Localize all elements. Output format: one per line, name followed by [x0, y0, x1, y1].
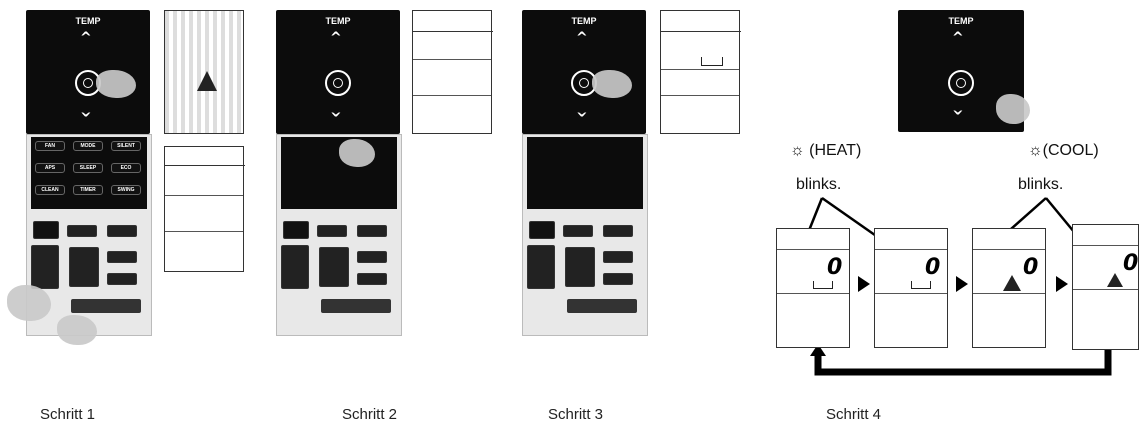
- cancel-key[interactable]: [71, 299, 141, 313]
- remote-body-step3: [522, 134, 648, 336]
- snowflake-icon: ☼: [1028, 142, 1043, 159]
- aps-key[interactable]: APS: [35, 163, 65, 173]
- cool-blinks-text: blinks.: [1018, 176, 1064, 193]
- night-key[interactable]: [563, 225, 593, 237]
- remote-top-panel-step3: TEMP ^ ^: [522, 10, 646, 134]
- remote-top-panel-step1: TEMP ^ ^: [26, 10, 150, 134]
- tplus-key[interactable]: [603, 225, 633, 237]
- remote-body-step2: [276, 134, 402, 336]
- remote-top-panel-step2: TEMP ^ ^: [276, 10, 400, 134]
- pointing-hand-icon: [57, 315, 97, 345]
- pointing-hand-icon: [996, 94, 1030, 124]
- temp-label: TEMP: [325, 16, 351, 26]
- off-on-block[interactable]: [527, 245, 555, 289]
- temp-label: TEMP: [948, 16, 974, 26]
- heat-annotation: ☼ (HEAT): [790, 142, 862, 159]
- pointing-hand-icon: [339, 139, 375, 167]
- temp-digit: 0: [1023, 255, 1039, 280]
- ok-key[interactable]: [357, 251, 387, 263]
- lcd-heat-blink-2: 0: [874, 228, 948, 348]
- fan-mode-icon: [911, 281, 931, 289]
- remote-body-step1: FAN MODE SILENT APS SLEEP ECO CLEAN TIME…: [7, 134, 152, 345]
- lcd-full-display-step1: [164, 10, 244, 134]
- temp-digit: 0: [827, 255, 843, 280]
- power-ring-icon[interactable]: [325, 70, 351, 96]
- fan-triangle-icon: [197, 71, 217, 91]
- temp-up-arrow-icon[interactable]: ^: [576, 30, 588, 46]
- sensor-key[interactable]: [33, 221, 59, 239]
- return-arrowhead: [810, 344, 826, 356]
- off-on-block[interactable]: [31, 245, 59, 289]
- cancel-key[interactable]: [567, 299, 637, 313]
- pointing-hand-icon: [96, 70, 136, 98]
- eco-key[interactable]: ECO: [111, 163, 141, 173]
- lcd-display-step3: [660, 10, 741, 134]
- temp-updown-block[interactable]: [565, 247, 595, 287]
- temp-up-arrow-icon[interactable]: ^: [952, 30, 964, 46]
- sun-icon: ☼: [790, 142, 805, 159]
- tplus-key[interactable]: [357, 225, 387, 237]
- lcd-heat-blink-1: 0: [776, 228, 850, 348]
- temp-label: TEMP: [571, 16, 597, 26]
- next-arrow-icon: [1056, 276, 1068, 292]
- lcd-top-bar: [165, 147, 245, 166]
- tplus-key[interactable]: [107, 225, 137, 237]
- silent-key[interactable]: SILENT: [111, 141, 141, 151]
- pointing-hand-icon: [592, 70, 632, 98]
- next-arrow-icon: [858, 276, 870, 292]
- cancel-key[interactable]: [321, 299, 391, 313]
- lcd-top-bar: [661, 11, 741, 32]
- fan-mode-icon: [813, 281, 833, 289]
- step-4-caption: Schritt 4: [826, 406, 882, 423]
- night-key[interactable]: [317, 225, 347, 237]
- power-ring-icon[interactable]: [948, 70, 974, 96]
- temp-label: TEMP: [75, 16, 101, 26]
- off-on-block[interactable]: [281, 245, 309, 289]
- heat-blinks-text: blinks.: [796, 176, 842, 193]
- temp-up-arrow-icon[interactable]: ^: [80, 30, 92, 46]
- timer-key[interactable]: TIMER: [73, 185, 103, 195]
- ok-key[interactable]: [603, 251, 633, 263]
- swing-key[interactable]: SWING: [111, 185, 141, 195]
- temp-up-arrow-icon[interactable]: ^: [330, 30, 342, 46]
- fan-key[interactable]: FAN: [35, 141, 65, 151]
- next-arrow-icon: [956, 276, 968, 292]
- temp-updown-block[interactable]: [319, 247, 349, 287]
- lcd-top-bar: [413, 11, 493, 32]
- lcd-display-step1: [164, 146, 245, 272]
- temp-digit: 0: [1123, 251, 1139, 276]
- select-key[interactable]: [357, 273, 387, 285]
- step-2-caption: Schritt 2: [342, 406, 398, 423]
- lcd-display-step2: [412, 10, 493, 134]
- mode-key[interactable]: MODE: [73, 141, 103, 151]
- select-key[interactable]: [603, 273, 633, 285]
- sleep-key[interactable]: SLEEP: [73, 163, 103, 173]
- step-3-caption: Schritt 3: [548, 406, 604, 423]
- sensor-key[interactable]: [283, 221, 309, 239]
- step-1-caption: Schritt 1: [40, 406, 96, 423]
- fan-mode-icon: [701, 57, 723, 66]
- cool-annotation: ☼(COOL): [1028, 142, 1099, 159]
- fan-triangle-icon: [1107, 273, 1123, 287]
- fan-triangle-icon: [1003, 275, 1021, 291]
- temp-updown-block[interactable]: [69, 247, 99, 287]
- lcd-cool-blink-1: 0: [972, 228, 1046, 348]
- select-key[interactable]: [107, 273, 137, 285]
- sensor-key[interactable]: [529, 221, 555, 239]
- night-key[interactable]: [67, 225, 97, 237]
- function-keys-block: [527, 137, 643, 209]
- temp-digit: 0: [925, 255, 941, 280]
- lcd-cool-blink-2: 0: [1072, 224, 1139, 350]
- ok-key[interactable]: [107, 251, 137, 263]
- remote-top-panel-step4: TEMP ^ ^: [898, 10, 1030, 132]
- pointing-hand-icon: [7, 285, 51, 321]
- clean-key[interactable]: CLEAN: [35, 185, 65, 195]
